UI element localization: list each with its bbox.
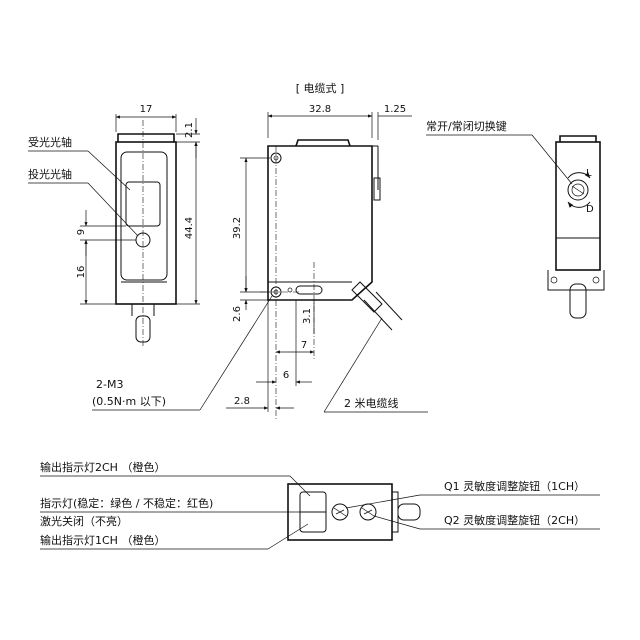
- label-receiver-axis: 受光光轴: [28, 135, 72, 149]
- side-cable: [363, 291, 403, 331]
- dim-front-width: 17: [140, 104, 153, 115]
- side-view: 32.8 1.25 39.2 2.6 3.1 7 6 2.8 2-M3 (0.5…: [92, 104, 428, 420]
- label-q1: Q1 灵敏度调整旋钮（1CH）: [444, 479, 585, 493]
- q1-knob: [331, 503, 349, 521]
- dim-front-height: 44.4: [184, 217, 195, 239]
- label-cable: 2 米电缆线: [344, 396, 399, 410]
- dim-side-2-6: 2.6: [232, 306, 243, 322]
- switch-mark-d: D: [586, 204, 594, 215]
- label-laser-off: 激光关闭（不亮）: [40, 514, 128, 528]
- label-out2: 输出指示灯2CH （橙色）: [40, 460, 165, 474]
- dim-side-6: 6: [283, 370, 289, 381]
- dim-side-7: 7: [301, 340, 307, 351]
- label-emitter-axis: 投光光轴: [28, 167, 72, 181]
- front-view: 17 2.1 44.4 9 16 受光光轴 投光光轴: [28, 104, 200, 348]
- back-cable: [569, 283, 587, 319]
- receiver-window: [125, 181, 161, 227]
- dim-side-3-1: 3.1: [302, 308, 313, 324]
- side-cable-gland: [351, 281, 383, 313]
- top-cable: [397, 503, 421, 521]
- label-mount-hole: 2-M3: [96, 378, 123, 391]
- front-top-tab: [117, 133, 175, 142]
- side-top-cap: [295, 139, 351, 147]
- top-view: 输出指示灯2CH （橙色） 指示灯(稳定：绿色 / 不稳定：红色) 激光关闭（不…: [40, 460, 600, 550]
- label-indicator: 指示灯(稳定：绿色 / 不稳定：红色): [40, 496, 213, 510]
- dim-side-offset: 1.25: [384, 104, 406, 115]
- dim-front-top: 2.1: [184, 122, 195, 138]
- back-view: L D 常开/常闭切换键: [426, 119, 605, 319]
- back-base: [547, 270, 605, 291]
- back-body: [555, 141, 601, 271]
- no-nc-switch: [567, 179, 589, 201]
- dim-side-height: 39.2: [232, 217, 243, 239]
- drawing-title: [ 电缆式 ]: [296, 82, 345, 95]
- side-slot: [295, 285, 323, 295]
- dim-side-width: 32.8: [309, 104, 331, 115]
- label-q2: Q2 灵敏度调整旋钮（2CH）: [444, 513, 585, 527]
- dim-front-16: 16: [76, 266, 87, 279]
- label-no-nc-switch: 常开/常闭切换键: [426, 119, 507, 133]
- dim-front-9: 9: [76, 229, 87, 235]
- label-out1: 输出指示灯1CH （橙色）: [40, 533, 165, 547]
- side-connector: [373, 177, 381, 201]
- back-top-tab: [559, 135, 597, 142]
- label-torque: (0.5N·m 以下): [92, 395, 166, 408]
- side-body: [267, 145, 373, 301]
- switch-mark-l: L: [586, 168, 592, 179]
- dim-side-2-8: 2.8: [234, 396, 250, 407]
- front-inner-panel: [120, 151, 168, 281]
